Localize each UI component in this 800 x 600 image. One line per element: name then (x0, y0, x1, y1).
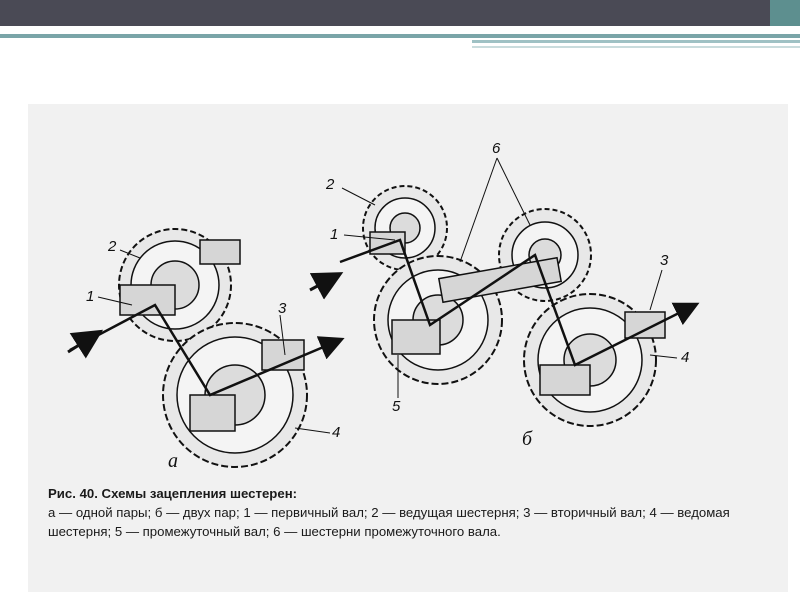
panel-a-power-flow-line (69, 303, 345, 397)
panel-a-input-arrow (67, 329, 104, 359)
panel-b-intermediate-shaft-front (391, 319, 441, 355)
callout-b-4: 4 (681, 349, 690, 366)
callout-b-3: 3 (660, 252, 669, 269)
panel-a-output-shaft (189, 339, 305, 432)
callout-leader-lines (97, 157, 678, 434)
callout-a-2: 2 (108, 238, 117, 255)
callout-b-6: 6 (492, 140, 501, 157)
callout-a-1: 1 (86, 288, 95, 305)
slide-accent-line (0, 34, 800, 38)
panel-b-power-flow-line (339, 238, 700, 367)
figure-caption: Рис. 40. Схемы зацепления шестерен: а — … (48, 484, 748, 541)
slide-accent-line-secondary (472, 40, 800, 43)
callout-a-4: 4 (332, 424, 341, 441)
panel-b-output-shaft (539, 364, 591, 396)
panel-b-intermediate-shaft (437, 256, 563, 304)
panel-b-output-shaft-end (624, 311, 666, 339)
slide-accent-line-tertiary (472, 46, 800, 48)
panel-b-input-arrow (309, 272, 344, 300)
panel-a-label: а (168, 450, 178, 472)
slide-top-accent (770, 0, 800, 26)
caption-title: Рис. 40. Схемы зацепления шестерен: (48, 486, 298, 501)
callout-b-1: 1 (330, 226, 339, 243)
callout-a-3: 3 (278, 300, 287, 317)
panel-a-input-shaft (119, 239, 241, 316)
slide-top-bar (0, 0, 800, 26)
callout-b-2: 2 (326, 176, 335, 193)
callout-b-5: 5 (392, 398, 401, 415)
caption-body: а — одной пары; б — двух пар; 1 — первич… (48, 505, 730, 539)
panel-b-label: б (522, 428, 533, 450)
